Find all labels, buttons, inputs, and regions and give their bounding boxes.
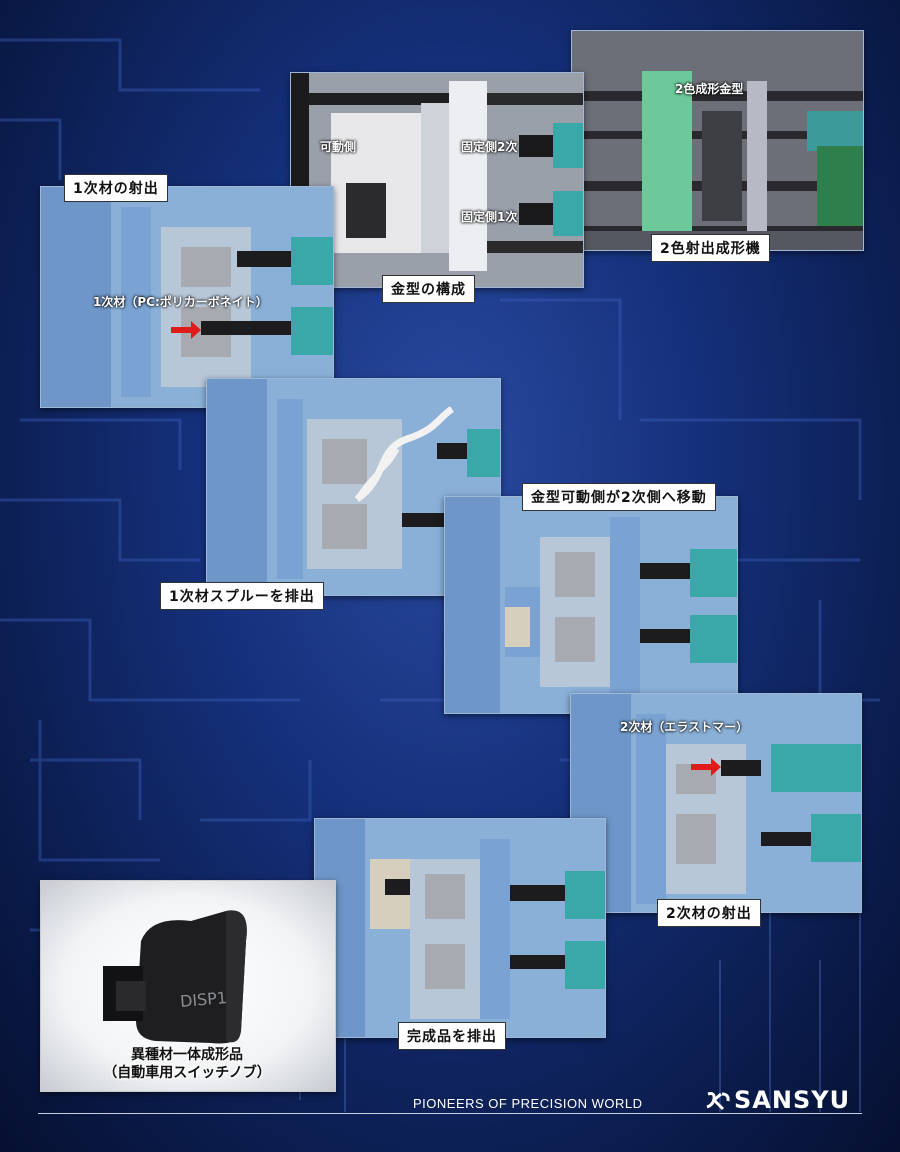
- footer-tagline: PIONEERS OF PRECISION WORLD: [413, 1096, 643, 1111]
- product-caption-line2: （自動車用スイッチノブ）: [103, 1065, 271, 1081]
- movable-side-label: 可動側: [320, 140, 357, 154]
- mold-move-panel: [444, 496, 738, 714]
- brand-name: SANSYU: [734, 1086, 851, 1114]
- sansyu-logo-icon: [706, 1092, 730, 1111]
- product-caption: 異種材一体成形品 （自動車用スイッチノブ）: [40, 1046, 334, 1082]
- first-injection-label: 1次材の射出: [64, 174, 168, 202]
- product-photo-panel: [40, 880, 336, 1092]
- mold-structure-label: 金型の構成: [382, 275, 475, 303]
- footer-divider: [38, 1113, 862, 1114]
- second-material-label: 2次材（エラストマー）: [620, 720, 749, 734]
- second-injection-panel: [570, 693, 862, 913]
- fixed-side-1-label: 固定側1次: [461, 210, 518, 224]
- brand-logo: SANSYU: [705, 1086, 850, 1114]
- sprue-eject-panel: [206, 378, 501, 596]
- second-injection-label: 2次材の射出: [657, 899, 761, 927]
- mold-move-label: 金型可動側が2次側へ移動: [522, 483, 716, 511]
- fixed-side-2-label: 固定側2次: [461, 140, 518, 154]
- product-eject-panel: [314, 818, 606, 1038]
- sprue-eject-label: 1次材スプルーを排出: [160, 582, 324, 610]
- two-color-machine-label: 2色射出成形機: [651, 234, 770, 262]
- product-part-text: DISP1: [179, 987, 228, 1012]
- two-color-machine-panel: [571, 30, 864, 251]
- two-color-mold-label: 2色成形金型: [675, 82, 744, 96]
- product-caption-line1: 異種材一体成形品: [131, 1047, 243, 1063]
- mold-structure-panel: [290, 72, 584, 288]
- product-eject-label: 完成品を排出: [398, 1022, 506, 1050]
- first-injection-panel: [40, 186, 334, 408]
- first-material-label: 1次材（PC:ポリカーボネイト）: [93, 295, 268, 309]
